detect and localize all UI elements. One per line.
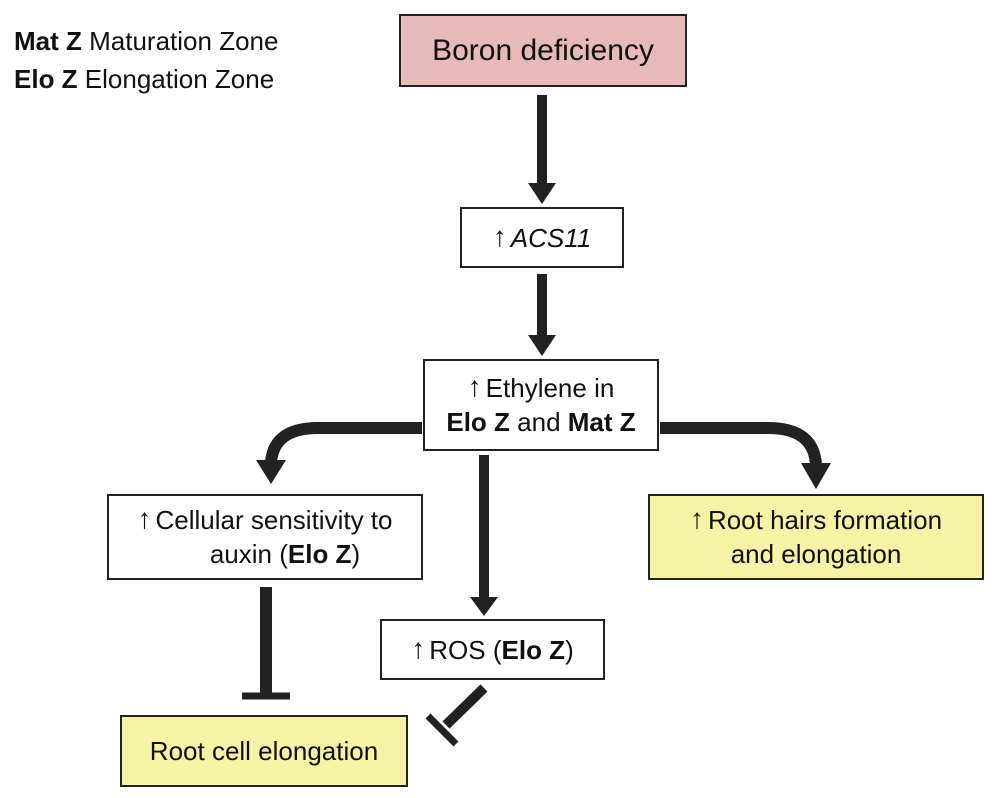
node-label-line2: auxin ( — [209, 539, 288, 569]
node-ros: ↑ROS (Elo Z) — [380, 619, 605, 680]
arrow-ethylene-to-auxin — [265, 422, 422, 463]
arrowhead-roothairs — [801, 463, 831, 489]
node-label-line2-end: ) — [351, 539, 361, 569]
inhibit-ros-to-rootcell — [442, 684, 488, 729]
node-ethylene: ↑Ethylene in Elo Z and Mat Z — [423, 359, 659, 451]
up-arrow-icon: ↑ — [467, 371, 482, 402]
arrowhead-ros — [470, 597, 498, 616]
node-label-line1: Cellular sensitivity to — [155, 505, 393, 535]
node-label-line1: Root hairs formation — [707, 505, 943, 535]
arrowhead-auxin — [256, 460, 286, 484]
inhibit-bar-ros — [425, 713, 459, 747]
node-label: ACS11 — [510, 222, 592, 253]
legend-elo-z: Elo Z Elongation Zone — [14, 62, 274, 96]
node-label: Root cell elongation — [149, 736, 379, 766]
connector-text: and — [509, 407, 568, 437]
arrowhead-acs11 — [528, 183, 556, 204]
up-arrow-icon: ↑ — [411, 632, 426, 664]
legend-full: Elongation Zone — [84, 64, 275, 94]
node-label-end: ) — [565, 634, 574, 665]
node-root-cell-elongation: Root cell elongation — [120, 715, 408, 787]
legend-abbr: Elo Z — [14, 64, 78, 94]
node-label: Boron deficiency — [432, 33, 654, 67]
up-arrow-icon: ↑ — [137, 503, 152, 534]
zone-label: Mat Z — [567, 407, 636, 437]
legend-abbr: Mat Z — [14, 26, 82, 56]
node-acs11: ↑ACS11 — [460, 207, 624, 268]
arrowhead-ethylene — [528, 335, 556, 356]
zone-label: Elo Z — [287, 539, 352, 569]
legend-mat-z: Mat Z Maturation Zone — [14, 24, 278, 58]
zone-label: Elo Z — [446, 407, 510, 437]
node-boron-deficiency: Boron deficiency — [399, 14, 687, 87]
node-label-line1: Ethylene in — [485, 373, 615, 403]
legend-full: Maturation Zone — [89, 26, 279, 56]
node-label: ROS ( — [429, 634, 502, 665]
node-root-hairs: ↑Root hairs formation and elongation — [648, 494, 984, 580]
node-label-line2: and elongation — [730, 539, 902, 569]
zone-label: Elo Z — [501, 634, 566, 665]
up-arrow-icon: ↑ — [492, 220, 507, 252]
arrow-ethylene-to-roothairs — [660, 422, 822, 466]
node-auxin-sensitivity: ↑Cellular sensitivity to auxin (Elo Z) — [107, 494, 423, 580]
up-arrow-icon: ↑ — [689, 503, 704, 534]
